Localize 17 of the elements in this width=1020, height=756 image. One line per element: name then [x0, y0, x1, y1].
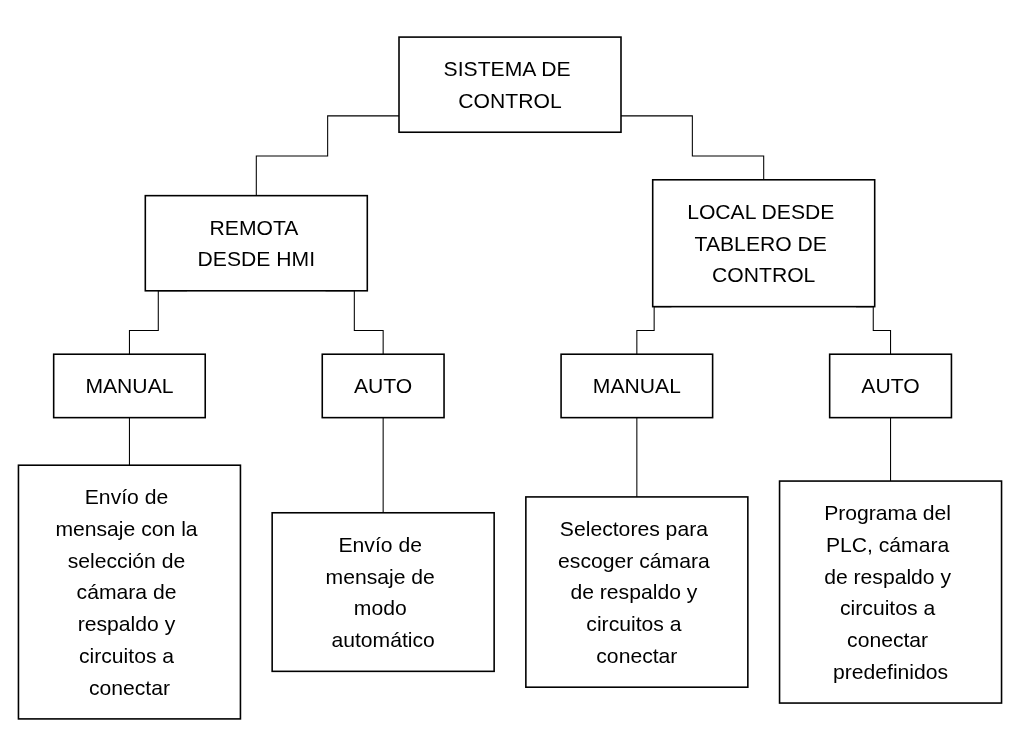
connector: [128, 417, 130, 466]
connector: [636, 417, 638, 498]
node-box: AUTO: [828, 353, 953, 419]
node-box: MANUAL: [560, 353, 714, 419]
node-box: Programa del PLC, cámara de respaldo y circuitos a conectar predefinidos: [778, 480, 1003, 704]
node-box: Envío de mensaje con la selección de cámara de respaldo y circuitos a conectar: [17, 464, 242, 720]
connector: [620, 115, 765, 181]
connector: [890, 417, 892, 482]
node-box: Selectores para escoger cámara de respaldo y circuitos a conectar: [525, 496, 749, 688]
connector: [255, 115, 400, 197]
node-box: AUTO: [321, 353, 445, 419]
node-box: REMOTA DESDE HMI: [144, 194, 369, 292]
node-box: Envío de mensaje de modo automático: [271, 512, 495, 673]
node-box: MANUAL: [52, 353, 206, 419]
node-box: SISTEMA DE CONTROL: [398, 36, 622, 134]
node-box: LOCAL DESDE TABLERO DE CONTROL: [651, 179, 876, 308]
connector: [382, 417, 384, 514]
